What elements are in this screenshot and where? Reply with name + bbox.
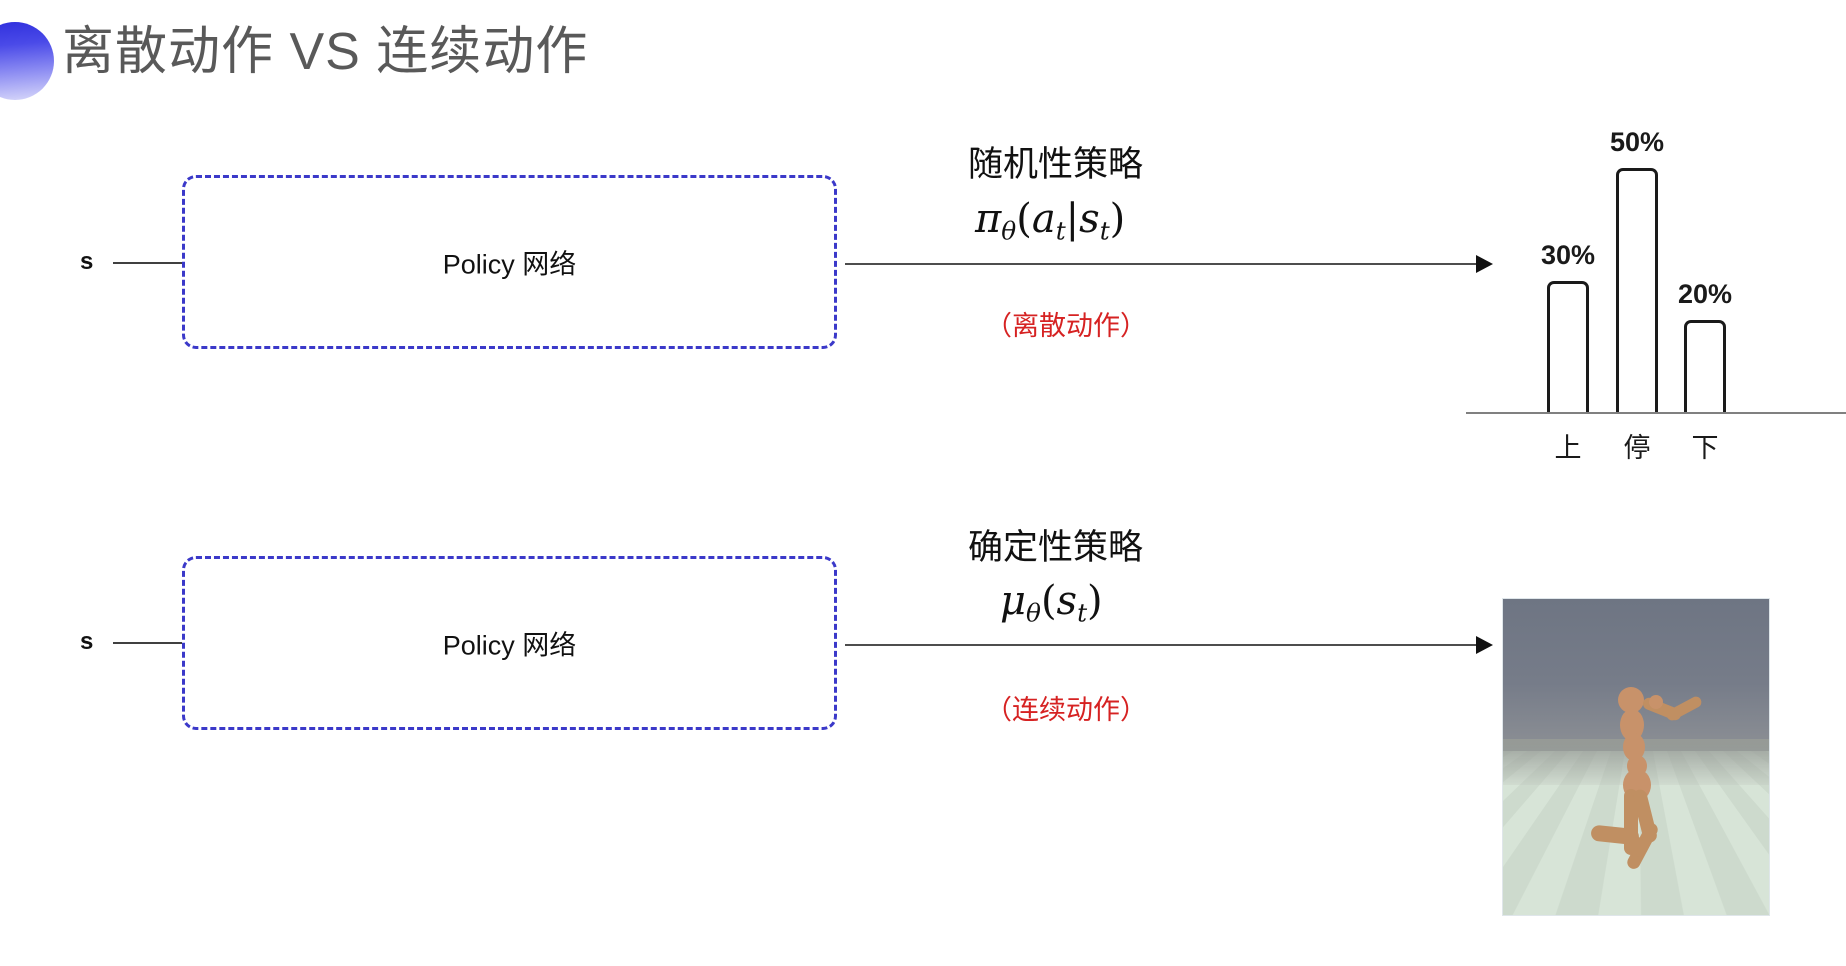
action-type-note-discrete: （离散动作）: [985, 311, 1147, 341]
formula-arg1: s: [1056, 578, 1078, 624]
bar-value-up: 30%: [1540, 240, 1596, 270]
policy-formula-continuous: μθ(st): [1000, 578, 1103, 627]
formula-arg2: s: [1079, 196, 1100, 242]
formula-fn: μ: [1000, 578, 1026, 624]
policy-type-title-continuous: 确定性策略: [968, 528, 1144, 567]
formula-open-paren: (: [1040, 578, 1057, 624]
formula-close-paren: ): [1087, 578, 1103, 624]
policy-type-title-discrete: 随机性策略: [968, 145, 1144, 184]
formula-close-paren: ): [1109, 196, 1126, 242]
formula-arg1-sub: t: [1055, 216, 1066, 246]
formula-fn-sub: θ: [1001, 216, 1017, 246]
formula-arg2-sub: t: [1099, 216, 1110, 246]
bar-tick-down: 下: [1691, 433, 1719, 463]
bar-value-down: 20%: [1677, 279, 1733, 309]
state-input-label-discrete: s: [80, 248, 94, 275]
bar-up: [1547, 281, 1589, 412]
humanoid-foot-front: [1629, 837, 1645, 857]
policy-formula-discrete: πθ(at|st): [975, 196, 1125, 245]
policy-network-box-continuous[interactable]: Policy 网络: [182, 556, 837, 730]
formula-arg1: a: [1031, 196, 1056, 242]
policy-network-box-discrete[interactable]: Policy 网络: [182, 175, 837, 349]
output-arrow-discrete: [845, 255, 1493, 273]
policy-network-label-continuous: Policy 网络: [442, 630, 577, 661]
humanoid-head: [1618, 687, 1644, 713]
state-input-label-continuous: s: [80, 628, 94, 655]
bar-down: [1684, 320, 1726, 412]
formula-fn: π: [975, 196, 1002, 242]
humanoid-hand: [1649, 695, 1663, 709]
bar-stop: [1616, 168, 1658, 412]
formula-arg1-sub: t: [1077, 598, 1088, 628]
title-bullet-icon: [0, 22, 54, 100]
policy-network-label-discrete: Policy 网络: [442, 249, 577, 280]
formula-open-paren: (: [1016, 196, 1032, 242]
action-type-note-continuous: （连续动作）: [985, 695, 1147, 725]
formula-conditional-bar: |: [1065, 196, 1080, 242]
bar-value-stop: 50%: [1609, 127, 1665, 157]
action-probability-bar-chart: 30% 50% 20% 上 停 下: [1466, 96, 1846, 463]
output-arrow-continuous: [845, 636, 1493, 654]
bar-tick-stop: 停: [1623, 433, 1651, 463]
humanoid-simulation-image: [1502, 598, 1770, 916]
formula-fn-sub: θ: [1026, 598, 1041, 628]
bar-tick-up: 上: [1554, 433, 1582, 463]
page-title: 离散动作 VS 连续动作: [62, 23, 589, 81]
humanoid-mid-torso: [1623, 733, 1645, 761]
chart-baseline-axis: [1466, 412, 1846, 414]
